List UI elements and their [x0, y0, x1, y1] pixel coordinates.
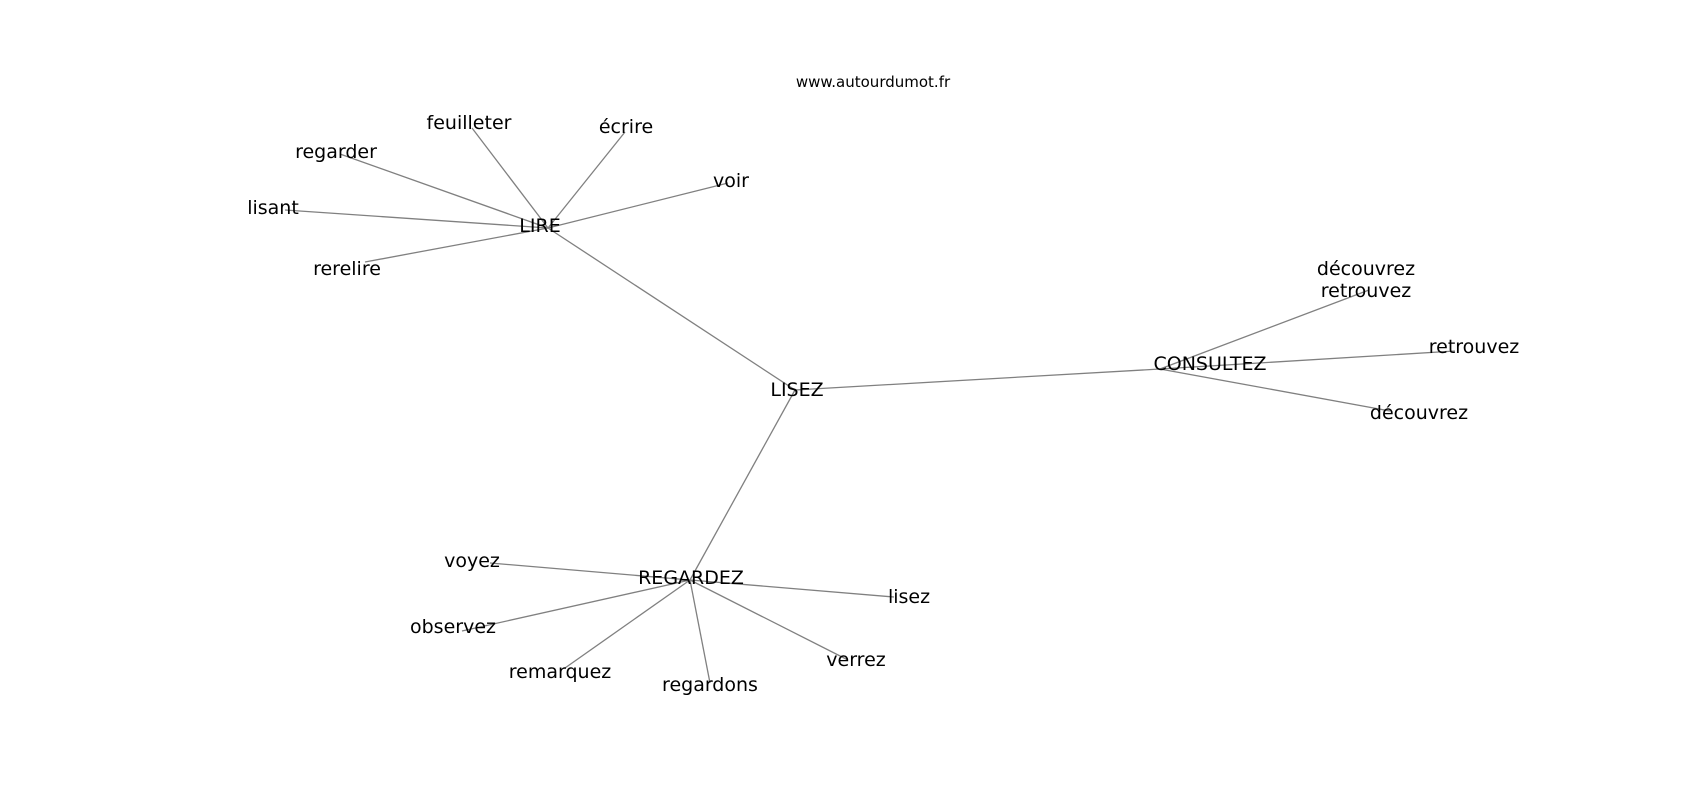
graph-edges	[284, 127, 1456, 684]
node-decouvrez[interactable]: découvrez	[1370, 402, 1468, 424]
node-voyez[interactable]: voyez	[444, 550, 500, 572]
node-regardez[interactable]: REGARDEZ	[638, 567, 744, 589]
site-url: www.autourdumot.fr	[796, 73, 951, 91]
edge-lire-voir	[547, 182, 729, 229]
edge-regardez-verrez	[689, 579, 849, 661]
edge-regardez-voyez	[489, 562, 691, 581]
edge-consultez-decouvrez	[1159, 368, 1391, 412]
edge-lisez-regardez	[689, 389, 796, 581]
edge-lire-ecrire	[547, 131, 626, 229]
edge-consultez-retrouvez	[1159, 350, 1456, 370]
edge-regardez-lisez	[689, 579, 895, 598]
graph-nodes: LISEZ LIRE CONSULTEZ REGARDEZ feuilleter écri…	[247, 112, 1519, 696]
edge-consultez-decouvrez_retrouvez	[1159, 289, 1370, 370]
node-ecrire[interactable]: écrire	[599, 116, 653, 138]
node-lisez[interactable]: lisez	[888, 586, 930, 608]
node-observez[interactable]: observez	[410, 616, 496, 638]
node-remarquez[interactable]: remarquez	[509, 661, 612, 683]
node-lire[interactable]: LIRE	[519, 215, 560, 237]
edge-regardez-remarquez	[564, 579, 691, 669]
node-verrez[interactable]: verrez	[826, 649, 885, 671]
edge-lire-lisant	[284, 209, 549, 229]
edge-regardez-observez	[461, 579, 691, 632]
node-retrouvez[interactable]: retrouvez	[1429, 336, 1520, 358]
node-voir[interactable]: voir	[713, 170, 749, 192]
node-rerelire[interactable]: rerelire	[313, 258, 381, 280]
node-regardons[interactable]: regardons	[662, 674, 758, 696]
node-lisez[interactable]: LISEZ	[770, 379, 823, 401]
edge-lire-rerelire	[364, 227, 549, 263]
edge-lire-feuilleter	[471, 127, 549, 229]
edge-lisez-consultez	[794, 368, 1161, 391]
node-consultez[interactable]: CONSULTEZ	[1154, 353, 1267, 375]
edge-lire-regarder	[339, 153, 549, 229]
node-feuilleter[interactable]: feuilleter	[427, 112, 512, 134]
edge-lisez-lire	[547, 227, 796, 391]
node-regarder[interactable]: regarder	[295, 141, 377, 163]
node-lisant[interactable]: lisant	[247, 197, 299, 219]
edge-regardez-regardons	[689, 579, 711, 684]
